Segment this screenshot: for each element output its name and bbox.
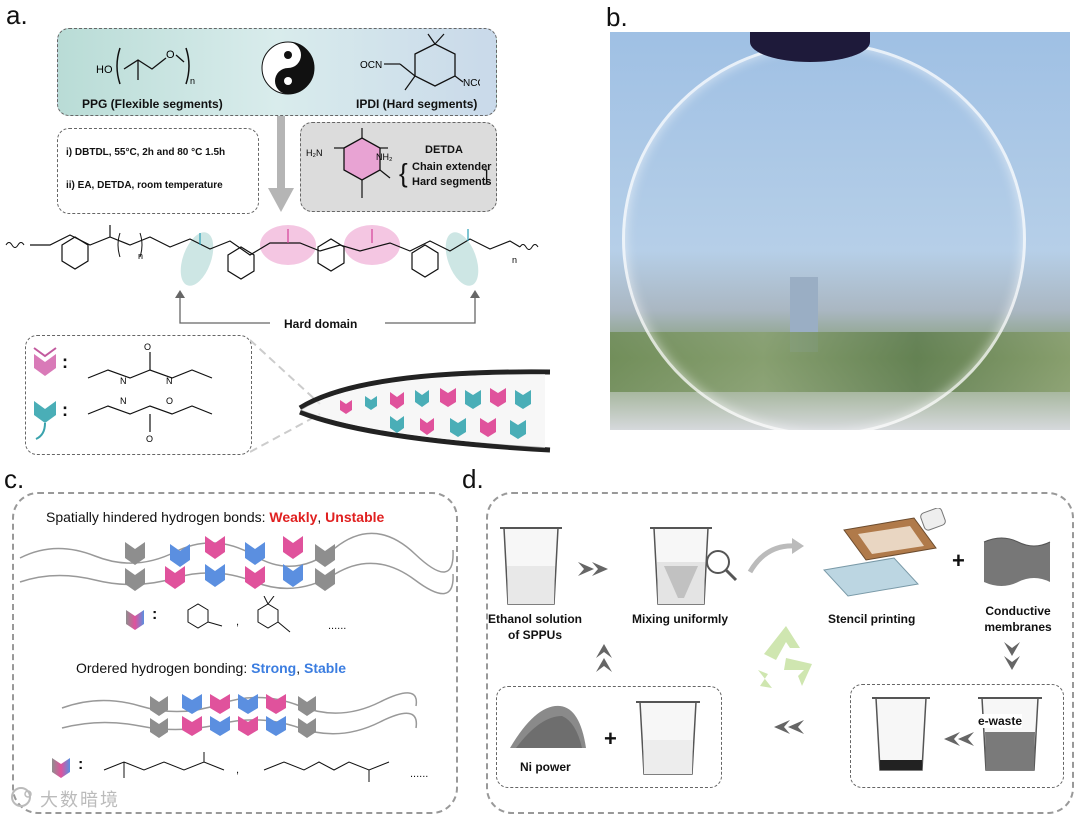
urea-highlight-left [260,225,316,265]
conductive-membrane [983,537,1051,586]
hindered-colon: : [152,606,158,623]
panel-a-letter: a. [6,0,28,30]
urea-structure: O N N [87,342,213,386]
legend-colon-2: : [62,400,68,420]
plus-stencil: + [952,548,965,573]
panel-c-frame [12,492,458,814]
arrow-down-to-waste [1004,642,1020,670]
panel-c-letter: c. [4,464,25,494]
detda-box [300,122,497,212]
svg-text:O: O [166,396,173,406]
arrow-to-stencil [747,538,804,574]
urethane-highlight-left [180,232,214,286]
polymer-chain: n n [5,225,539,286]
panel-d-letter: d. [462,464,484,494]
hindered-title: Spatially hindered hydrogen bonds: Weakl… [46,509,385,525]
ewaste-label: e-waste [978,714,1023,728]
detda-bracket: { [399,158,408,188]
ordered-motif-icon [52,758,70,778]
watermark: 大数暗境 [40,790,120,810]
detda-role-2: Hard segments [412,176,492,188]
ordered-chains [61,692,418,738]
ppg-structure: HO O n [96,47,195,86]
svg-text:N: N [166,376,173,386]
panel-d-frame [486,492,1074,814]
ethanol-label-2: of SPPUs [507,628,562,642]
mixing-label: Mixing uniformly [632,612,728,626]
urea-highlight-right [344,225,400,265]
urethane-highlight-right [445,232,479,286]
chain-n-2: n [512,255,517,265]
conductive-label-1: Conductive [985,604,1051,618]
ethanol-beaker [500,527,562,605]
urethane-structure: O N O [87,396,213,442]
detda-name: DETDA [425,144,463,156]
teal-motif-icon [34,401,56,440]
detda-role-1: Chain extender [412,161,492,173]
fiber-motifs [340,388,531,439]
ewaste-beaker [978,697,1042,771]
watermark-logo-icon [11,787,32,807]
ordered-molecules [103,752,390,782]
hindered-molecules [187,596,291,633]
ppg-label: PPG (Flexible segments) [82,97,223,111]
hard-domain-label: Hard domain [284,317,358,331]
recycle-icon [758,626,812,688]
pink-motif-icon [33,347,57,376]
ppg-n: n [190,76,195,86]
fiber-illustration [250,339,551,453]
conditions-box [57,128,259,214]
arrow-to-ni-box [774,720,804,734]
ni-powder-box [496,686,722,788]
yin-yang-icon [261,41,315,95]
motif-legend-box [25,335,252,455]
ipdi-ocn: OCN [360,60,382,71]
film-photo [610,32,1070,430]
ipdi-label: IPDI (Hard segments) [356,97,478,111]
arrow-up-to-ethanol [596,644,612,672]
hindered-comma: , [236,616,240,628]
svg-text:O: O [146,434,153,442]
ethanol-label-1: Ethanol solution [488,612,582,626]
arrow-to-recovered [944,732,974,746]
panel-b-letter: b. [606,2,628,32]
svg-text:O: O [144,342,151,352]
detda-structure: H₂N NH₂ [306,128,393,198]
empty-beaker [636,701,700,775]
svg-text:N: N [120,376,127,386]
ni-powder-pile [510,705,586,748]
condition-1: i) DBTDL, 55°C, 2h and 80 °C 1.5h [66,147,226,158]
recovery-box [850,684,1064,788]
legend-colon-1: : [62,352,68,372]
recovered-beaker [872,697,930,771]
stencil-illustration [823,508,946,597]
detda-nh2-right: NH₂ [376,152,393,162]
ordered-comma: , [236,764,240,776]
mixing-beaker [650,527,738,605]
ordered-title: Ordered hydrogen bonding: Strong, Stable [76,660,347,676]
arrow-to-mixing [578,562,608,576]
stencil-label: Stencil printing [828,612,916,626]
condition-2: ii) EA, DETDA, room temperature [66,180,223,191]
hard-domain-bracket [175,290,480,324]
hindered-ellipsis: ...... [328,620,347,632]
ipdi-structure: OCN NCO [360,33,480,91]
hindered-chains [19,532,454,595]
ppg-o: O [166,49,175,61]
svg-text:N: N [120,396,127,406]
ordered-colon: : [78,756,84,773]
ppg-ho: HO [96,64,113,76]
hindered-motif-icon [126,610,144,630]
transparent-film [622,42,1026,430]
ni-label: Ni power [520,760,571,774]
ipdi-nco: NCO [463,78,480,89]
ordered-ellipsis: ...... [410,768,429,780]
detda-nh2-left: H₂N [306,148,323,158]
conductive-label-2: membranes [984,620,1052,634]
detda-bracket-close: ] [484,168,489,185]
plus-ni: + [604,726,617,751]
reaction-arrow [268,116,294,212]
